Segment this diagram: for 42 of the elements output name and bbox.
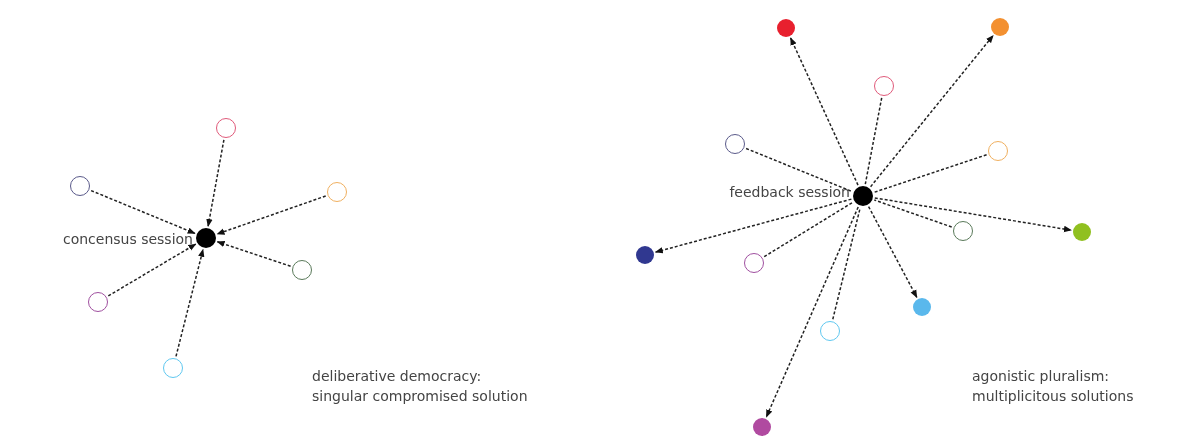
dashed-line (873, 154, 988, 193)
solution-dot (913, 298, 931, 316)
dashed-arrow (654, 198, 853, 254)
participant-circle (216, 118, 236, 138)
participant-circle (327, 182, 347, 202)
dashed-arrow (765, 206, 859, 418)
dashed-arrow (107, 243, 197, 297)
caption-text: deliberative democracy: singular compromised solution (312, 367, 529, 406)
participant-circle (70, 176, 90, 196)
participant-circle (988, 141, 1008, 161)
dashed-line (873, 199, 953, 228)
dashed-line (763, 201, 854, 258)
participant-circle (820, 321, 840, 341)
participant-circle (88, 292, 108, 312)
dashed-arrow (175, 248, 205, 358)
solution-dot (777, 19, 795, 37)
dashed-arrow (216, 241, 292, 267)
solution-dot (636, 246, 654, 264)
participant-circle (953, 221, 973, 241)
dashed-arrow (867, 205, 918, 299)
dashed-arrow (216, 195, 327, 235)
participant-circle (163, 358, 183, 378)
participant-circle (725, 134, 745, 154)
dashed-arrow (869, 34, 994, 188)
solution-dot (1073, 223, 1091, 241)
solution-dot (991, 18, 1009, 36)
dashed-line (864, 97, 883, 185)
dashed-arrow (206, 139, 225, 227)
solution-dot (753, 418, 771, 436)
session-dot (853, 186, 873, 206)
dashed-arrow (874, 197, 1072, 233)
caption-text: agonistic pluralism: multiplicitous solutions (972, 367, 1135, 406)
session-label: feedback session (729, 184, 850, 200)
dashed-arrow (789, 37, 859, 186)
session-label: concensus session (62, 231, 193, 247)
dashed-arrow (90, 189, 196, 235)
participant-circle (292, 260, 312, 280)
dashed-line (832, 206, 861, 321)
dashed-line (745, 147, 853, 193)
participant-circle (744, 253, 764, 273)
session-dot (196, 228, 216, 248)
participant-circle (874, 76, 894, 96)
